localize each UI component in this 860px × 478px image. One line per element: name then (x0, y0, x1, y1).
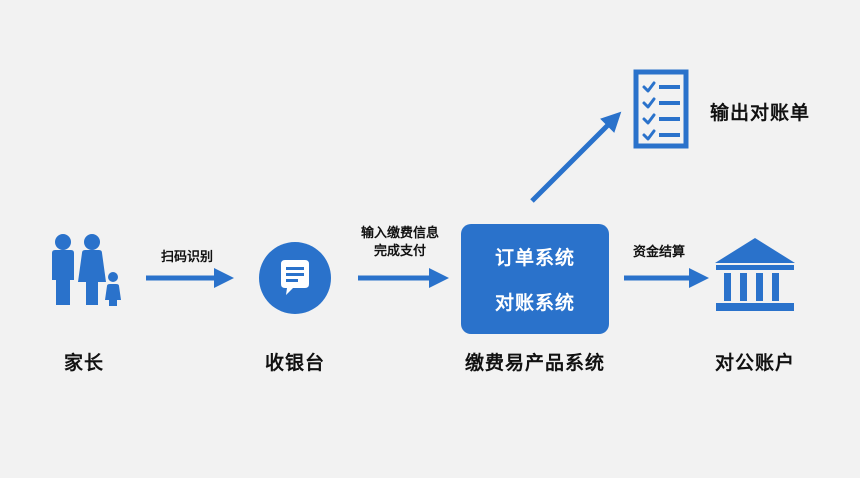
pay-label: 输入缴费信息 完成支付 (361, 225, 439, 261)
system-box: 订单系统 对账系统 (461, 224, 609, 334)
pay-label-line2: 完成支付 (373, 244, 427, 259)
settle-label: 资金结算 (632, 245, 686, 260)
account-label: 对公账户 (714, 352, 796, 374)
system-label: 缴费易产品系统 (464, 352, 606, 374)
family-icon (52, 234, 121, 306)
chat-bubble-icon (259, 242, 331, 314)
pay-label-line1: 输入缴费信息 (360, 226, 440, 241)
arrow-statement (530, 111, 622, 203)
order-system-label: 订单系统 (494, 247, 575, 269)
reconciliation-system-label: 对账系统 (494, 292, 575, 314)
parent-label: 家长 (63, 352, 105, 374)
scan-label: 扫码识别 (160, 250, 214, 265)
checklist-icon (633, 69, 689, 149)
bank-icon (715, 238, 795, 311)
statement-label: 输出对账单 (709, 102, 811, 124)
cashier-label: 收银台 (264, 352, 326, 374)
